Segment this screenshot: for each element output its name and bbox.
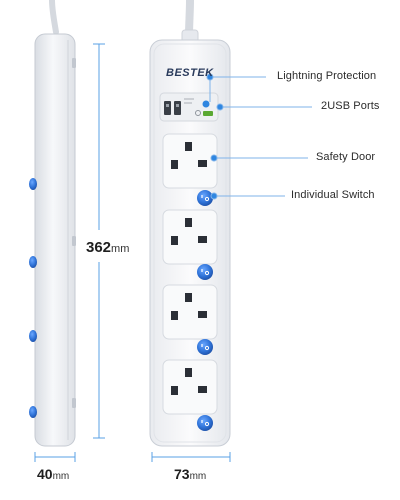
callout-lightning-protection: Lightning Protection [277,70,377,82]
usb-panel [159,92,219,122]
side-switch-3 [29,330,37,342]
width-unit: mm [189,471,207,482]
side-switch-4 [29,406,37,418]
callout-leaders [206,73,312,200]
usb-port-2 [174,101,181,115]
depth-dimension: 40mm [37,466,69,482]
switch-2 [197,264,213,280]
safety-door-dot [210,154,218,162]
switch-4 [197,415,213,431]
depth-unit: mm [52,471,70,482]
depth-value: 40 [37,466,53,482]
switch-1 [197,190,213,206]
callout-individual-switch: Individual Switch [291,189,375,201]
depth-dimension-line [34,452,76,462]
protection-indicator [202,100,210,108]
side-latch-bottom [72,398,76,408]
individual-switch-dot [210,192,218,200]
power-indicator [203,111,213,116]
height-dimension: 362mm [86,239,129,256]
height-dimension-line [93,43,105,439]
side-body [34,33,76,447]
callout-safety-door: Safety Door [316,151,376,163]
lightning-protection-dot [206,73,214,81]
height-unit: mm [111,243,130,255]
side-latch-top [72,58,76,68]
side-view [29,0,76,447]
width-value: 73 [174,466,190,482]
usb-port-1 [164,101,171,115]
brand-logo: BESTEK [166,67,214,79]
side-switch-2 [29,256,37,268]
outlet-1 [162,133,218,189]
outlet-2 [162,209,218,265]
usb-ports-dot [216,103,224,111]
switch-3 [197,339,213,355]
side-cable [49,0,59,35]
width-dimension: 73mm [174,466,206,482]
outlet-4 [162,359,218,415]
width-dimension-line [151,452,231,462]
callout-usb-ports: 2USB Ports [321,100,380,112]
outlet-3 [162,284,218,340]
height-value: 362 [86,239,112,256]
side-latch-mid [72,236,76,246]
front-view [149,0,231,447]
side-switch-1 [29,178,37,190]
